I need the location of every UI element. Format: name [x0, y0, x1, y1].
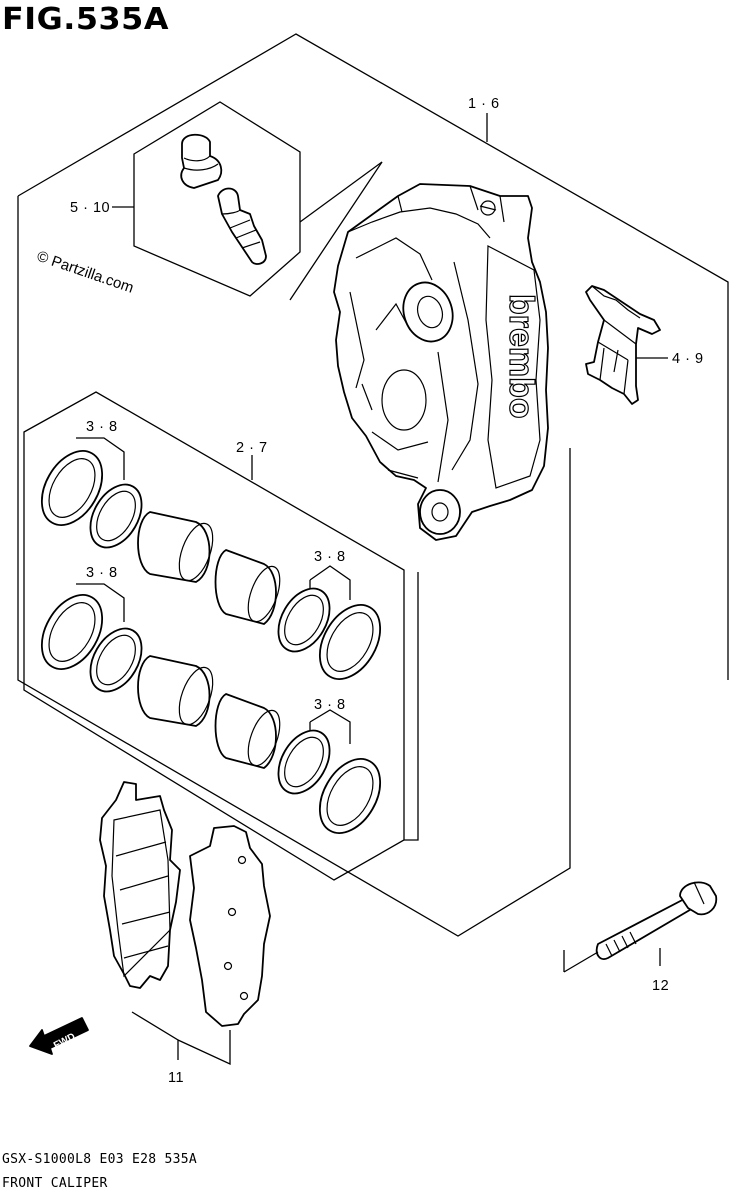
callout-bleeder: 5 · 10	[70, 200, 110, 216]
figure-title: FIG.535A	[2, 2, 169, 37]
bleeder-group-box	[133, 101, 301, 297]
piston-seal-part	[40, 594, 143, 693]
piston-seal-part	[40, 450, 143, 549]
bleeder-cap-part	[180, 133, 223, 189]
callout-pad-spring: 4 · 9	[672, 351, 704, 367]
bleeder-screw-part	[217, 187, 267, 265]
caliper-brand-logo: brembo	[502, 294, 540, 419]
callout-seal-lower-right: 3 · 8	[314, 697, 346, 713]
callout-seal-upper-left: 3 · 8	[86, 419, 118, 435]
callout-seal-upper-right: 3 · 8	[314, 549, 346, 565]
forward-direction-arrow: FWD	[29, 1017, 89, 1055]
model-code: GSX-S1000L8 E03 E28 535A	[2, 1152, 198, 1167]
diagram-caption: FRONT CALIPER	[2, 1176, 108, 1191]
caliper-piston-part	[137, 511, 214, 583]
callout-caliper: 1 · 6	[468, 96, 500, 112]
brake-pad-part	[189, 825, 271, 1027]
callout-seal-lower-left: 3 · 8	[86, 565, 118, 581]
piston-seal-part	[277, 729, 382, 834]
callout-bolt: 12	[652, 978, 669, 994]
piston-seal-part	[277, 587, 382, 680]
caliper-piston-part	[214, 549, 281, 625]
assembly-outline	[17, 33, 729, 680]
callout-brake-pads: 11	[168, 1070, 184, 1086]
brake-caliper-part: brembo	[333, 183, 549, 541]
callout-piston-set: 2 · 7	[236, 440, 268, 456]
caliper-piston-part	[137, 655, 214, 727]
caliper-piston-part	[214, 693, 281, 769]
pad-spring-part	[585, 285, 661, 405]
brake-pad-part	[99, 781, 181, 989]
caliper-mounting-bolt-part	[595, 881, 718, 960]
watermark: © Partzilla.com	[35, 248, 136, 297]
